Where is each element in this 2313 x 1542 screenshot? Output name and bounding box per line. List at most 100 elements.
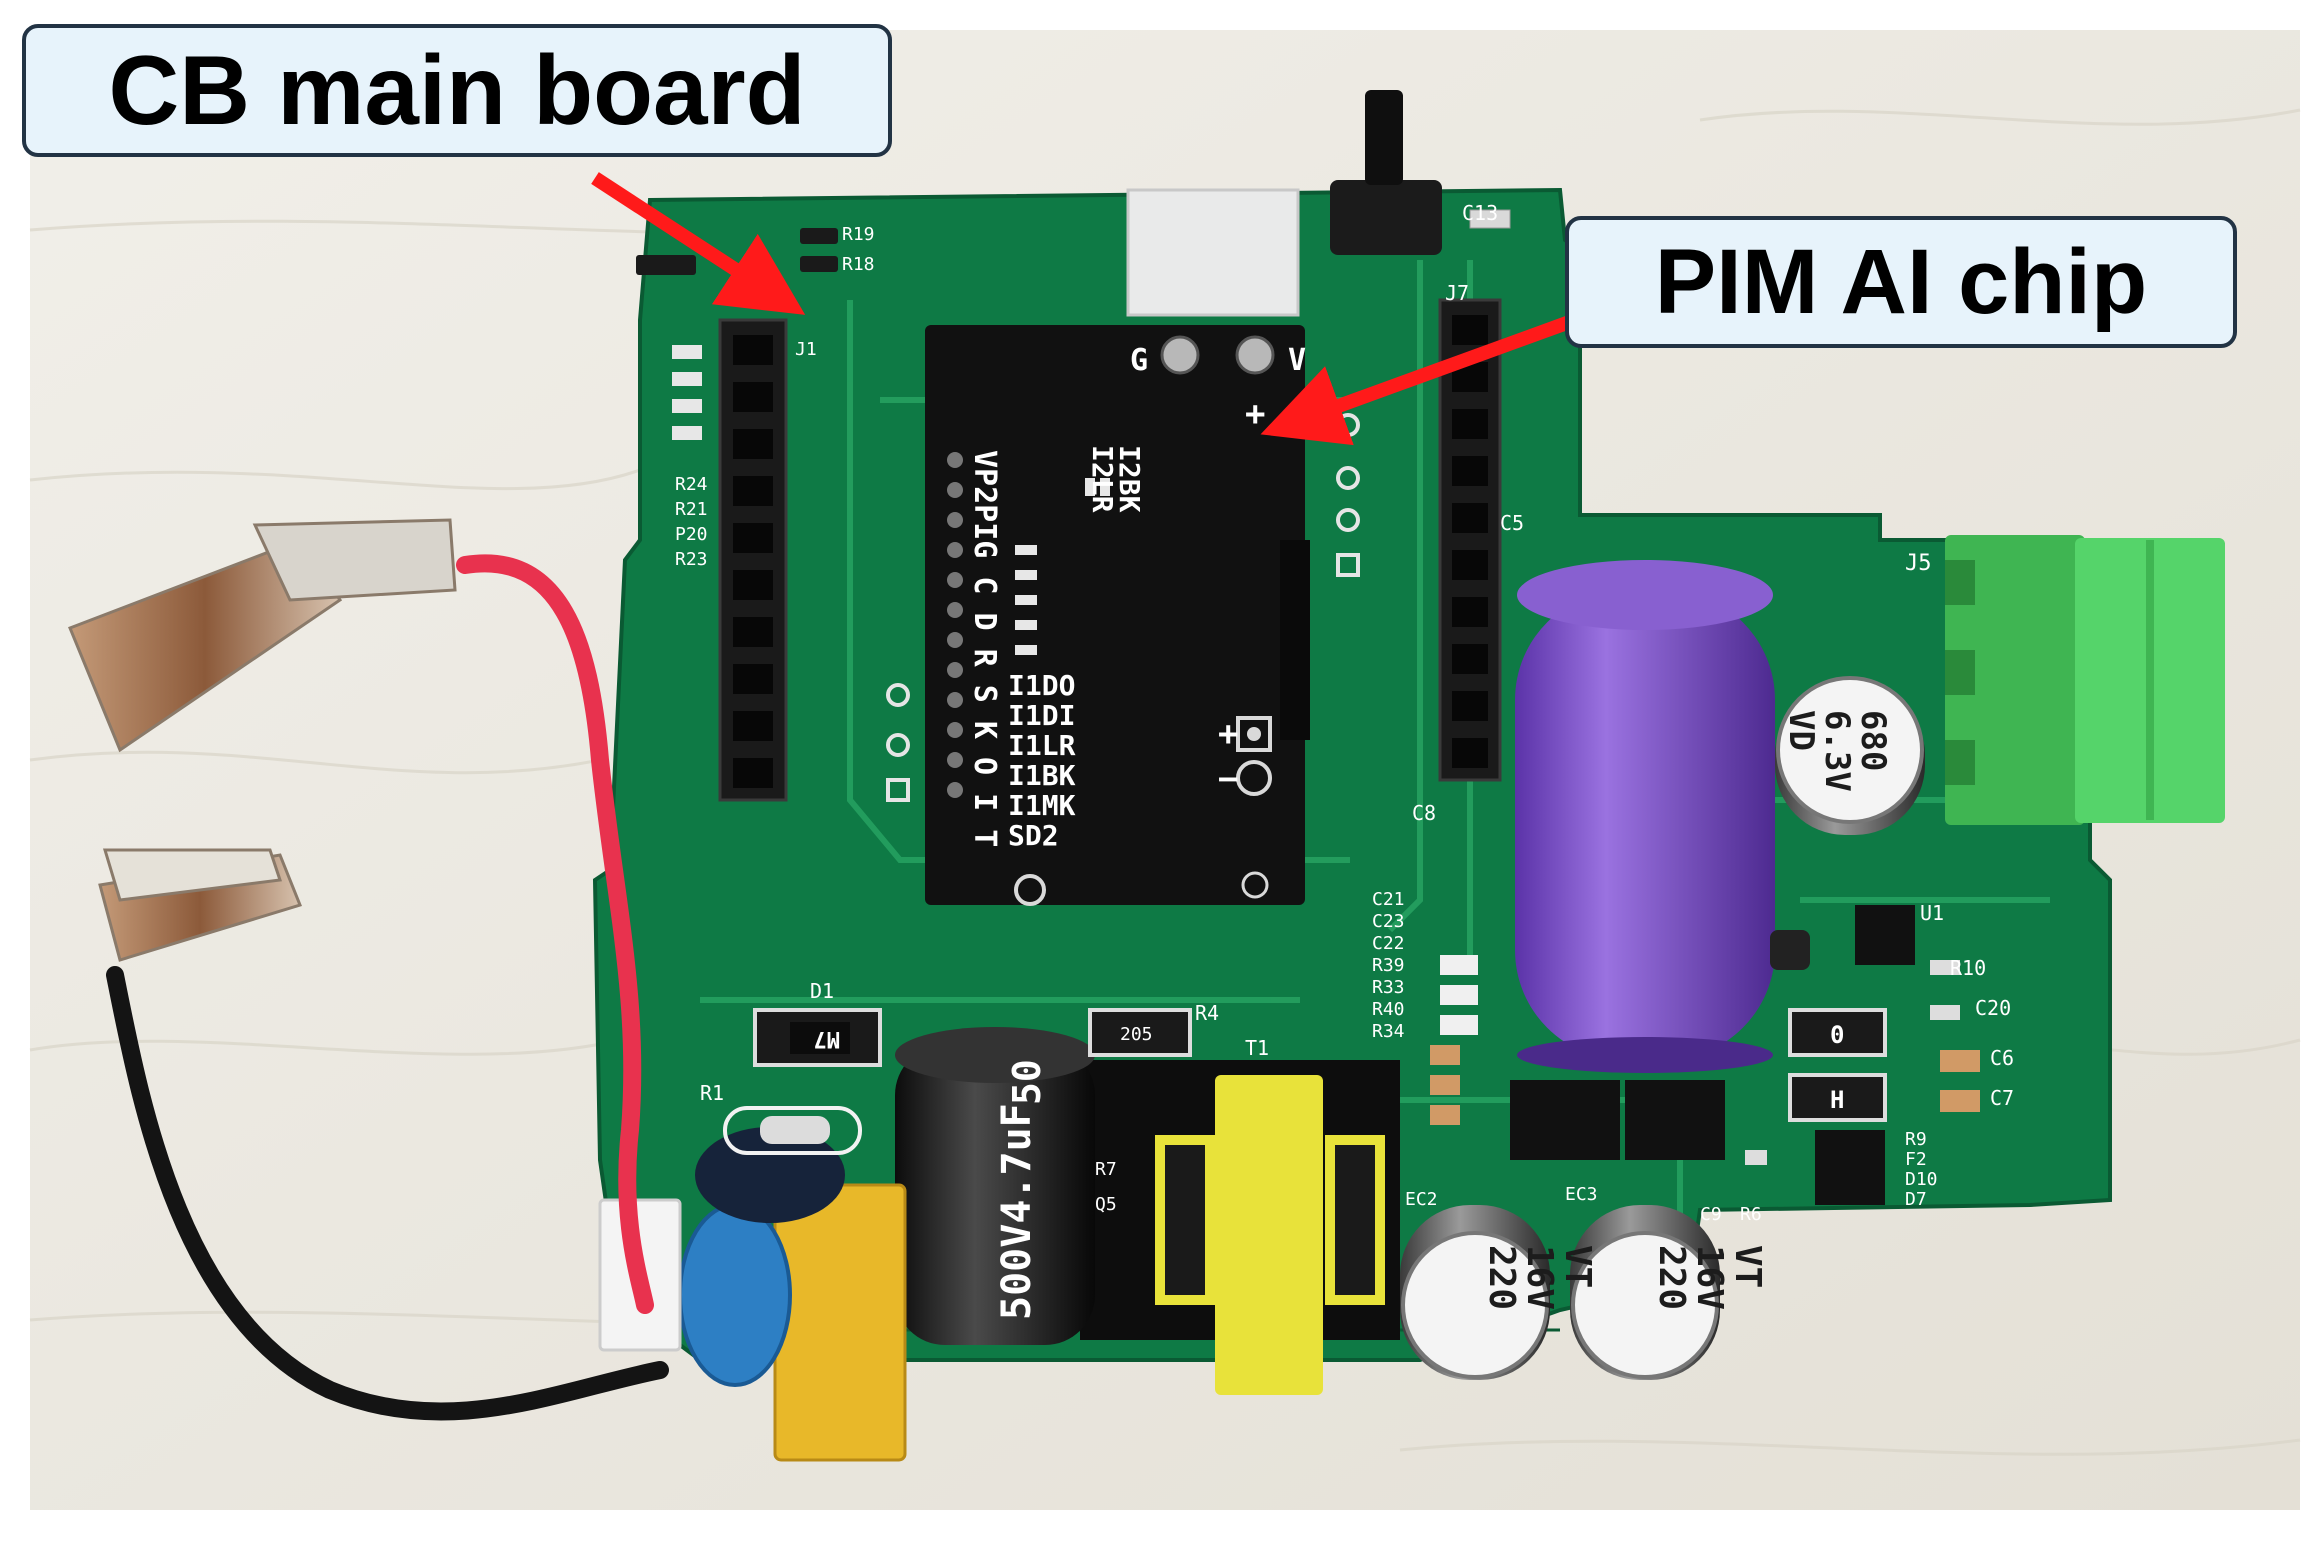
metal-terminal-bottom bbox=[98, 848, 302, 962]
silk-c23: C23 bbox=[1372, 911, 1405, 932]
diode-d1 bbox=[753, 1008, 882, 1067]
electrolytic-capacitor-ec3 bbox=[1570, 1205, 1720, 1380]
smd-cluster-right bbox=[1745, 905, 1980, 1205]
silk-r4: R4 bbox=[1195, 1001, 1219, 1025]
silk-r39: R39 bbox=[1372, 955, 1405, 976]
red-wire bbox=[456, 554, 654, 1314]
electrolytic-marking-line: 220 bbox=[1651, 1245, 1692, 1310]
transformer-t1 bbox=[1080, 1060, 1400, 1395]
silk-c22: C22 bbox=[1372, 933, 1405, 954]
silk-r23: R23 bbox=[675, 549, 708, 570]
arrow-to-pim-chip bbox=[1260, 313, 1578, 446]
svg-text:680: 680 bbox=[1853, 710, 1893, 771]
electrolytic-marking-line: 220 bbox=[1481, 1245, 1522, 1310]
diode-marking: M7 bbox=[814, 1026, 841, 1051]
tactile-switch bbox=[1330, 90, 1442, 255]
silk-c7: C7 bbox=[1990, 1086, 2014, 1110]
silk-r19: R19 bbox=[842, 224, 875, 245]
module-left-column: VP2PIG C D R S K O I T bbox=[967, 450, 1002, 847]
silk-c5: C5 bbox=[1500, 511, 1524, 535]
svg-text:+: + bbox=[1245, 394, 1265, 434]
soic-chips bbox=[1430, 1045, 1725, 1160]
silk-r21: R21 bbox=[675, 499, 708, 520]
terminal-block-j5 bbox=[1945, 535, 2225, 825]
silk-c6: C6 bbox=[1990, 1046, 2014, 1070]
svg-text:VD: VD bbox=[1781, 710, 1821, 751]
module-pin-v: V bbox=[1288, 343, 1306, 378]
silk-c21: C21 bbox=[1372, 889, 1405, 910]
silk-r18: R18 bbox=[842, 254, 875, 275]
module-label-sd2: SD2 bbox=[1008, 819, 1059, 852]
arrow-to-cb-board bbox=[591, 172, 806, 315]
black-wire bbox=[106, 966, 669, 1421]
silk-f2: F2 bbox=[1905, 1149, 1927, 1170]
silk-r1: R1 bbox=[700, 1081, 724, 1105]
hv-cap-marking: 50 bbox=[1005, 1059, 1049, 1105]
callout-cb-main-board: CB main board bbox=[22, 24, 892, 157]
silk-r34: R34 bbox=[1372, 1021, 1405, 1042]
silk-ec3: EC3 bbox=[1565, 1184, 1598, 1205]
electrolytic-capacitor-ec2 bbox=[1400, 1205, 1550, 1380]
callout-cb-label: CB main board bbox=[108, 35, 806, 145]
board-silkscreen: R19 R18 J1 R24 R21 P20 R23 C13 J7 J5 C8 … bbox=[675, 201, 2014, 1225]
silk-q5: Q5 bbox=[1095, 1194, 1117, 1215]
smd-resistors-top-left bbox=[636, 228, 838, 440]
callout-pim-ai-chip: PIM AI chip bbox=[1565, 216, 2237, 348]
silk-r6: R6 bbox=[1740, 1204, 1762, 1225]
module-label-i1lr: I1LR bbox=[1008, 729, 1076, 762]
module-label-i1di: I1DI bbox=[1008, 699, 1075, 732]
silk-j7: J7 bbox=[1445, 281, 1469, 305]
silk-r7: R7 bbox=[1095, 1159, 1117, 1180]
silk-u1: U1 bbox=[1920, 901, 1944, 925]
electrolytic-marking-line: VT bbox=[1557, 1245, 1598, 1288]
callout-pim-label: PIM AI chip bbox=[1654, 230, 2148, 333]
silk-ec2: EC2 bbox=[1405, 1189, 1438, 1210]
silk-r24: R24 bbox=[675, 474, 708, 495]
ic-mark-h: H bbox=[1830, 1086, 1844, 1114]
small-grey-capacitor: 680 6.3V VD bbox=[1775, 676, 1925, 835]
resistor-205 bbox=[1088, 1008, 1192, 1057]
resistor-marking: 205 bbox=[1120, 1024, 1153, 1045]
pin-header-j1 bbox=[718, 318, 788, 802]
bulk-capacitor bbox=[895, 1027, 1095, 1345]
yellow-x-capacitor bbox=[773, 1183, 907, 1462]
module-pin-g: G bbox=[1130, 343, 1148, 378]
silk-c8: C8 bbox=[1412, 801, 1436, 825]
module-label-i2bk: I2BK bbox=[1113, 445, 1146, 513]
electrolytic-marking-line: 16V bbox=[1519, 1245, 1560, 1310]
resistor-r1 bbox=[723, 1106, 862, 1155]
silk-r9: R9 bbox=[1905, 1129, 1927, 1150]
silk-p20: P20 bbox=[675, 524, 708, 545]
silk-t1: T1 bbox=[1245, 1036, 1269, 1060]
silk-r40: R40 bbox=[1372, 999, 1405, 1020]
module-label-i1do: I1DO bbox=[1008, 669, 1075, 702]
bulk-cap-marking: 500V4.7uF bbox=[994, 1103, 1040, 1320]
smd-caps-column bbox=[1440, 955, 1478, 1035]
white-connector bbox=[1126, 188, 1300, 317]
module-label-i1mk: I1MK bbox=[1008, 789, 1076, 822]
electrolytic-marking-line: 16V bbox=[1689, 1245, 1730, 1310]
ic-mark-0: 0 bbox=[1830, 1021, 1844, 1049]
silk-j5: J5 bbox=[1905, 551, 1932, 576]
svg-text:−: − bbox=[1218, 759, 1238, 799]
silk-d10: D10 bbox=[1905, 1169, 1938, 1190]
silk-c13: C13 bbox=[1462, 201, 1498, 225]
module-label-i2lr: I2LR bbox=[1086, 445, 1119, 513]
silk-r33: R33 bbox=[1372, 977, 1405, 998]
svg-text:6.3V: 6.3V bbox=[1817, 710, 1857, 792]
metal-terminal-top bbox=[68, 518, 457, 753]
svg-text:+: + bbox=[1218, 714, 1238, 754]
smd-capacitor-c13 bbox=[1469, 209, 1511, 229]
silk-d7: D7 bbox=[1905, 1189, 1927, 1210]
component-markings: M7 205 500V4.7uF 50 0 H bbox=[814, 1021, 1845, 1320]
silk-r10: R10 bbox=[1950, 956, 1986, 980]
pin-header-j7 bbox=[1438, 298, 1502, 782]
pim-ai-chip-module: + − + bbox=[925, 325, 1310, 906]
silk-c9: C9 bbox=[1700, 1204, 1722, 1225]
silk-d1: D1 bbox=[810, 979, 834, 1003]
silk-c20: C20 bbox=[1975, 996, 2011, 1020]
silk-j1: J1 bbox=[795, 339, 817, 360]
purple-electrolytic-capacitor bbox=[1515, 560, 1775, 1073]
